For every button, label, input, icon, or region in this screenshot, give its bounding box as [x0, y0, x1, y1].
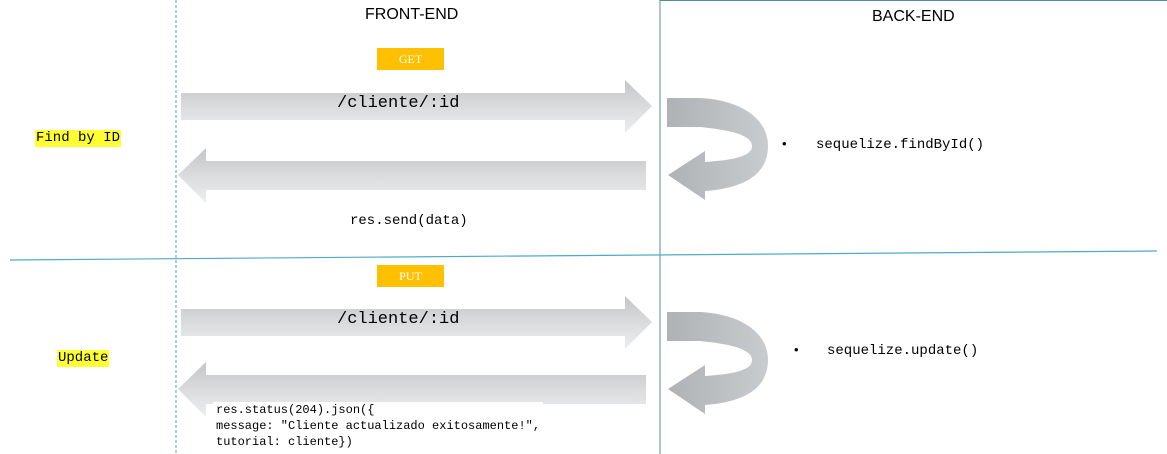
backend-call-findbyid: sequelize.findById(): [816, 137, 985, 153]
backend-loop-findbyid: [667, 98, 768, 200]
method-badge-get: GET: [377, 48, 444, 70]
frontend-header: FRONT-END: [365, 6, 459, 23]
bullet-update: •: [794, 342, 799, 357]
route-label-update: /cliente/:id: [337, 310, 460, 329]
response-findbyid: res.send(data): [350, 213, 468, 229]
route-label-findbyid: /cliente/:id: [337, 94, 460, 113]
backend-header: BACK-END: [872, 8, 955, 25]
response-update-line: message: "Cliente actualizado exitosamen…: [216, 419, 541, 433]
backend-loop-update: [667, 312, 768, 414]
bullet-findbyid: •: [782, 136, 787, 151]
response-update-line: res.status(204).json({: [216, 403, 375, 417]
method-badge-put: PUT: [377, 265, 444, 287]
response-update-line: tutorial: cliente}): [216, 435, 353, 449]
request-arrow-update: [181, 296, 652, 349]
row-label-update: Update: [57, 350, 110, 367]
response-arrow-findbyid: [178, 148, 646, 203]
request-arrow-findbyid: [181, 80, 652, 133]
row-divider: [9, 250, 1158, 261]
response-update: res.status(204).json({ message: "Cliente…: [213, 402, 544, 450]
row-label-findbyid: Find by ID: [35, 130, 122, 147]
backend-call-update: sequelize.update(): [827, 343, 979, 359]
